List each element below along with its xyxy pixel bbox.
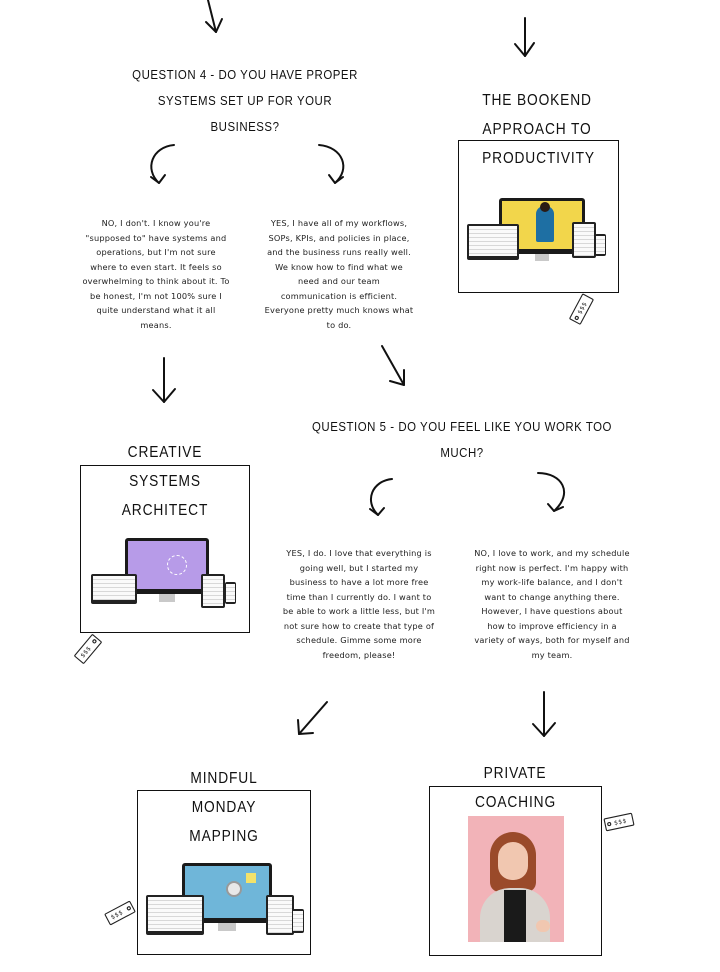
down-arrow-icon (532, 691, 556, 737)
product-title-bookend[interactable]: THE BOOKEND APPROACH TO (482, 92, 592, 138)
question-4-heading: QUESTION 4 - DO YOU HAVE PROPER SYSTEMS … (126, 62, 364, 140)
q4-answer-no[interactable]: NO, I don't. I know you're "supposed to"… (82, 218, 230, 330)
question-4-line-1: QUESTION 4 - DO YOU HAVE PROPER (132, 67, 358, 82)
down-arrow-icon (297, 701, 328, 735)
product-mockup-image (146, 863, 306, 941)
product-card-mindful[interactable]: MONDAY MAPPING (137, 790, 311, 955)
product-card-coaching[interactable]: COACHING (429, 786, 602, 956)
price-tag-icon: $$$ (602, 808, 636, 840)
product-mockup-image (467, 196, 612, 271)
product-mockup-image (91, 538, 241, 610)
question-4-line-2: SYSTEMS SET UP FOR YOUR BUSINESS? (157, 93, 333, 134)
q5-answer-no[interactable]: NO, I love to work, and my schedule righ… (474, 548, 630, 660)
coach-portrait-photo (468, 816, 564, 942)
product-title-mindful-lines: MONDAY MAPPING (189, 799, 259, 845)
curved-arrow-right-icon (537, 472, 566, 512)
product-title-coaching-line-2: COACHING (474, 794, 557, 811)
curved-arrow-left-icon (369, 478, 393, 516)
product-card-creative[interactable]: SYSTEMS ARCHITECT (80, 465, 250, 633)
curved-arrow-right-icon (318, 144, 345, 184)
price-tag-icon: $$$ (102, 898, 138, 932)
product-title-creative[interactable]: CREATIVE (127, 444, 203, 461)
product-card-bookend[interactable]: PRODUCTIVITY (458, 140, 619, 293)
question-5-heading: QUESTION 5 - DO YOU FEEL LIKE YOU WORK T… (312, 419, 612, 460)
down-arrow-icon (152, 357, 176, 403)
product-title-creative-lines: SYSTEMS ARCHITECT (121, 473, 209, 519)
product-title-bookend-line-3: PRODUCTIVITY (482, 150, 595, 167)
q4-answer-yes[interactable]: YES, I have all of my workflows, SOPs, K… (264, 218, 414, 330)
price-tag-icon: $$$ (72, 632, 104, 670)
price-tag-icon: $$$ (566, 292, 596, 332)
down-arrow-icon (381, 345, 405, 386)
svg-text:$$$: $$$ (613, 817, 627, 827)
q5-answer-yes[interactable]: YES, I do. I love that everything is goi… (282, 548, 436, 660)
product-title-coaching[interactable]: PRIVATE (483, 765, 547, 782)
down-arrow-icon (514, 17, 535, 57)
down-arrow-icon (205, 0, 223, 33)
curved-arrow-left-icon (150, 144, 175, 184)
product-title-mindful[interactable]: MINDFUL (190, 770, 258, 787)
